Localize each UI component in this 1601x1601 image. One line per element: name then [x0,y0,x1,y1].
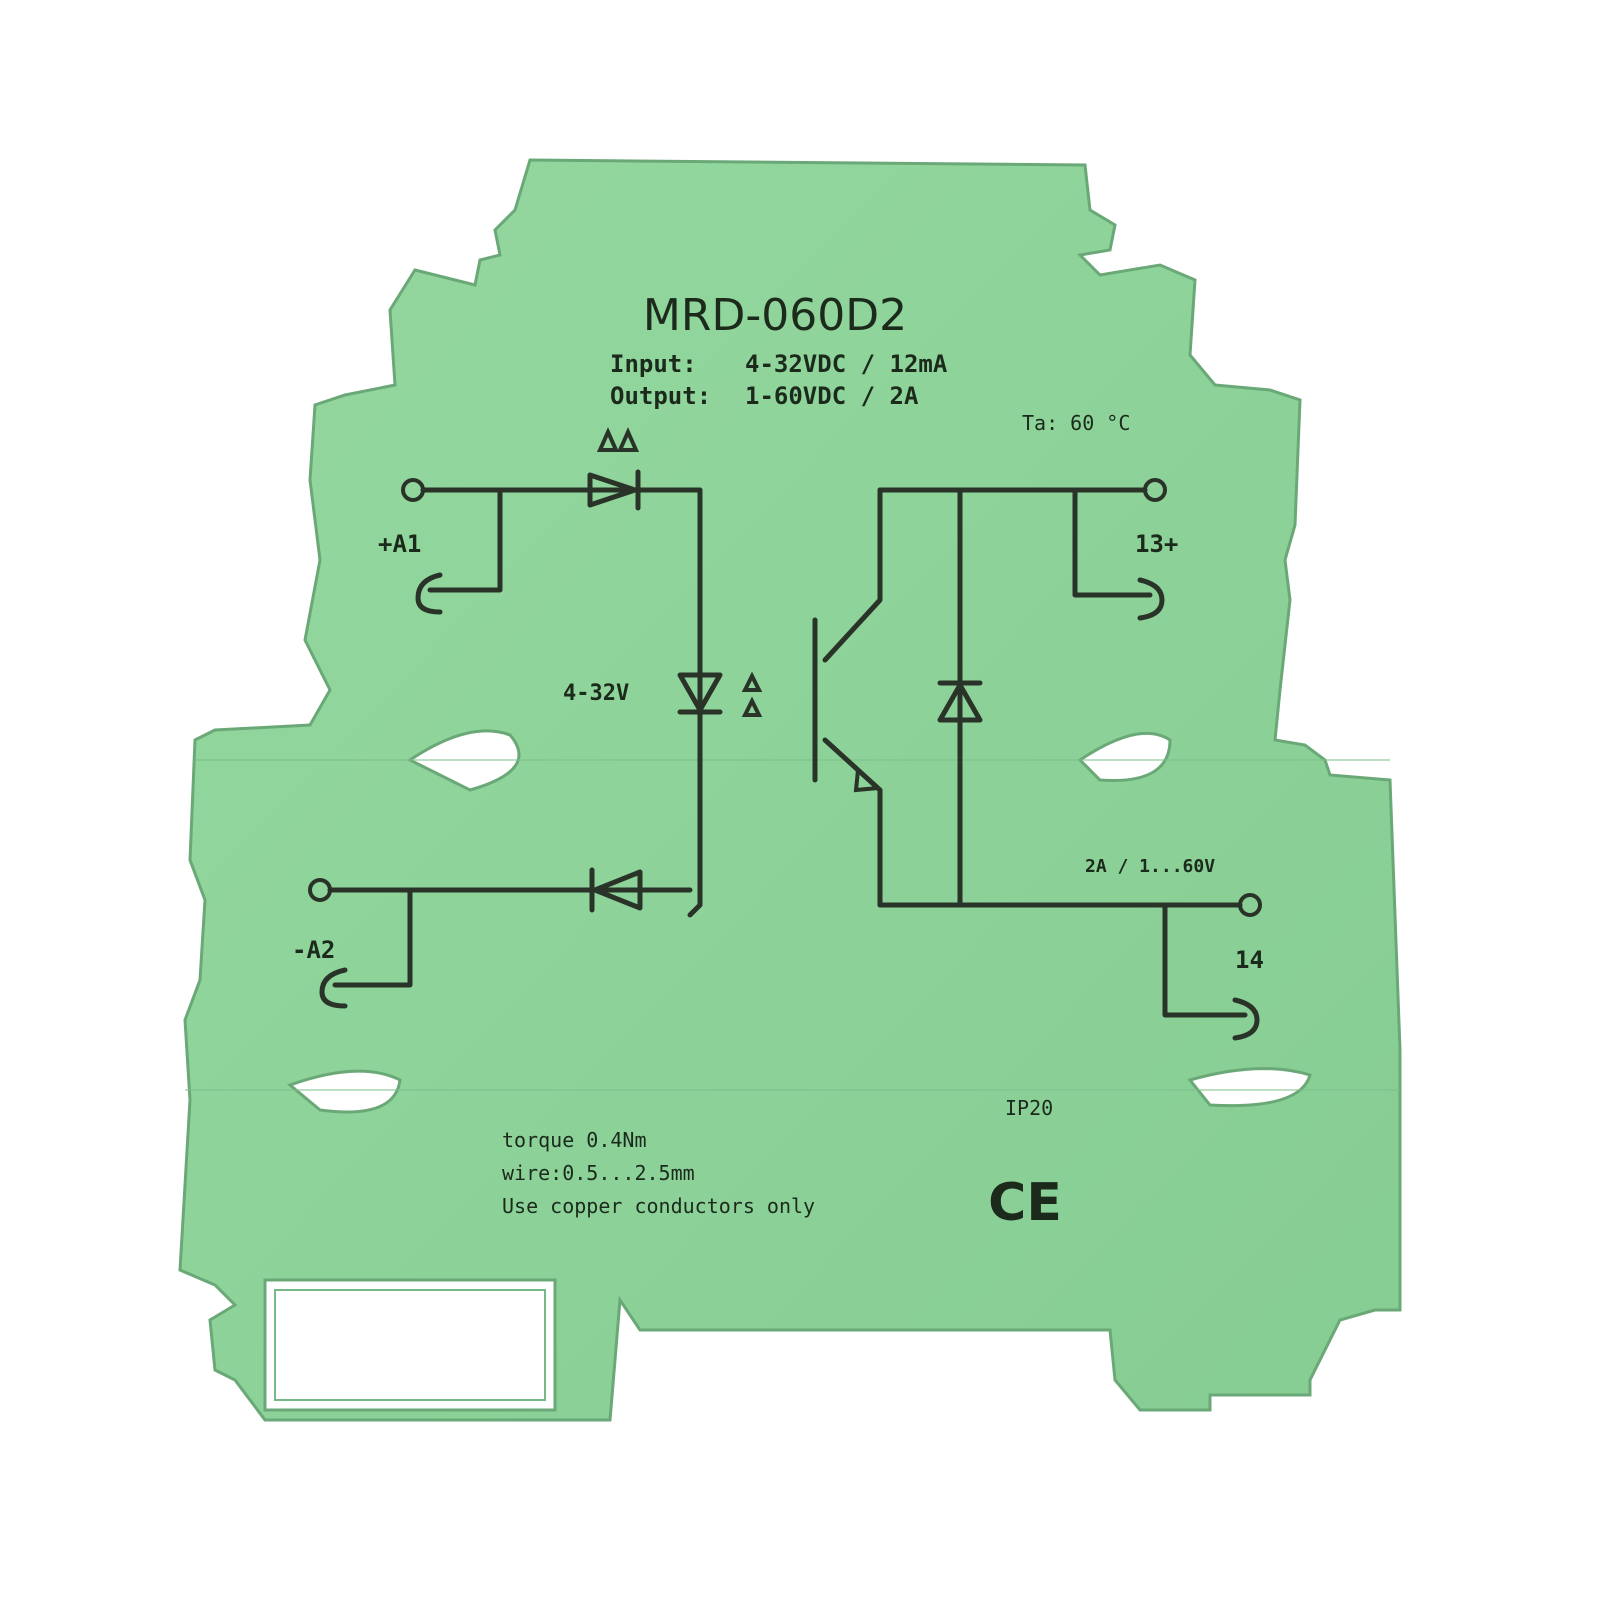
transistor-icon [812,487,883,908]
copper-note: Use copper conductors only [502,1194,815,1218]
input-value: 4-32VDC / 12mA [745,350,948,378]
terminal-a2-label: -A2 [292,936,335,964]
ce-mark: CE [988,1173,1062,1233]
ambient-temperature: Ta: 60 °C [1022,411,1130,435]
input-range-label: 4-32V [563,681,629,706]
terminal-13-label: 13+ [1135,530,1178,558]
wire-note: wire:0.5...2.5mm [502,1161,695,1185]
opto-led-icon [677,671,763,717]
input-label: Input: [610,350,697,378]
terminal-14-label: 14 [1235,946,1264,974]
ip-rating: IP20 [1005,1096,1053,1120]
model-number: MRD-060D2 [643,290,907,341]
diode-icon [589,867,643,913]
terminal-13-node [1143,478,1167,502]
torque-note: torque 0.4Nm [502,1128,647,1152]
terminal-a1-label: +A1 [378,530,421,558]
relay-housing [178,158,1402,1422]
output-value: 1-60VDC / 2A [745,382,919,410]
circuit-schematic [308,427,1262,1041]
terminal-14-node [1238,893,1262,917]
output-label: Output: [610,382,711,410]
freewheel-diode-icon [937,680,983,723]
led-icon [587,427,641,511]
output-rating-label: 2A / 1...60V [1085,856,1215,877]
